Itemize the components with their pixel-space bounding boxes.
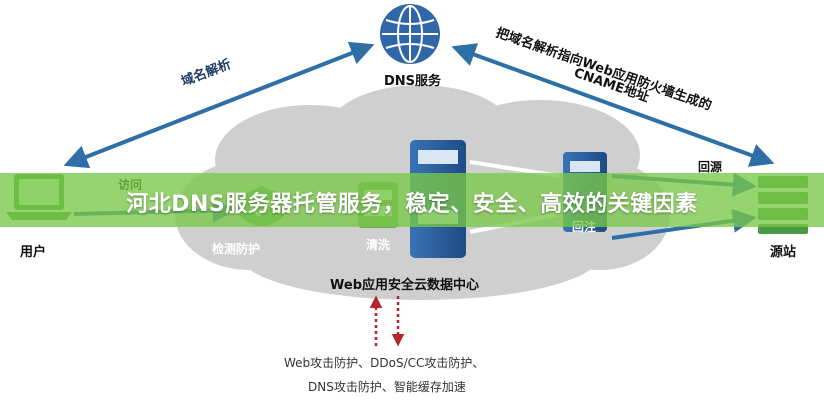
banner-title: 河北DNS服务器托管服务，稳定、安全、高效的关键因素 xyxy=(126,192,698,217)
cname-arrow xyxy=(451,43,775,167)
clean-label: 清洗 xyxy=(366,238,391,252)
title-banner xyxy=(0,173,824,227)
user-label: 用户 xyxy=(20,245,47,260)
detect-label: 检测防护 xyxy=(212,242,261,256)
attack-caption-line1: Web攻击防护、DDoS/CC攻击防护、 xyxy=(284,356,485,370)
dns-service-label: DNS服务 xyxy=(384,74,442,89)
globe-icon xyxy=(380,4,440,64)
origin-label: 源站 xyxy=(770,245,797,260)
datacenter-label: Web应用安全云数据中心 xyxy=(330,278,479,293)
back-to-origin-label: 回源 xyxy=(698,160,723,174)
attack-caption-line2: DNS攻击防护、智能缓存加速 xyxy=(308,380,466,394)
resolve-arrow xyxy=(63,41,375,169)
